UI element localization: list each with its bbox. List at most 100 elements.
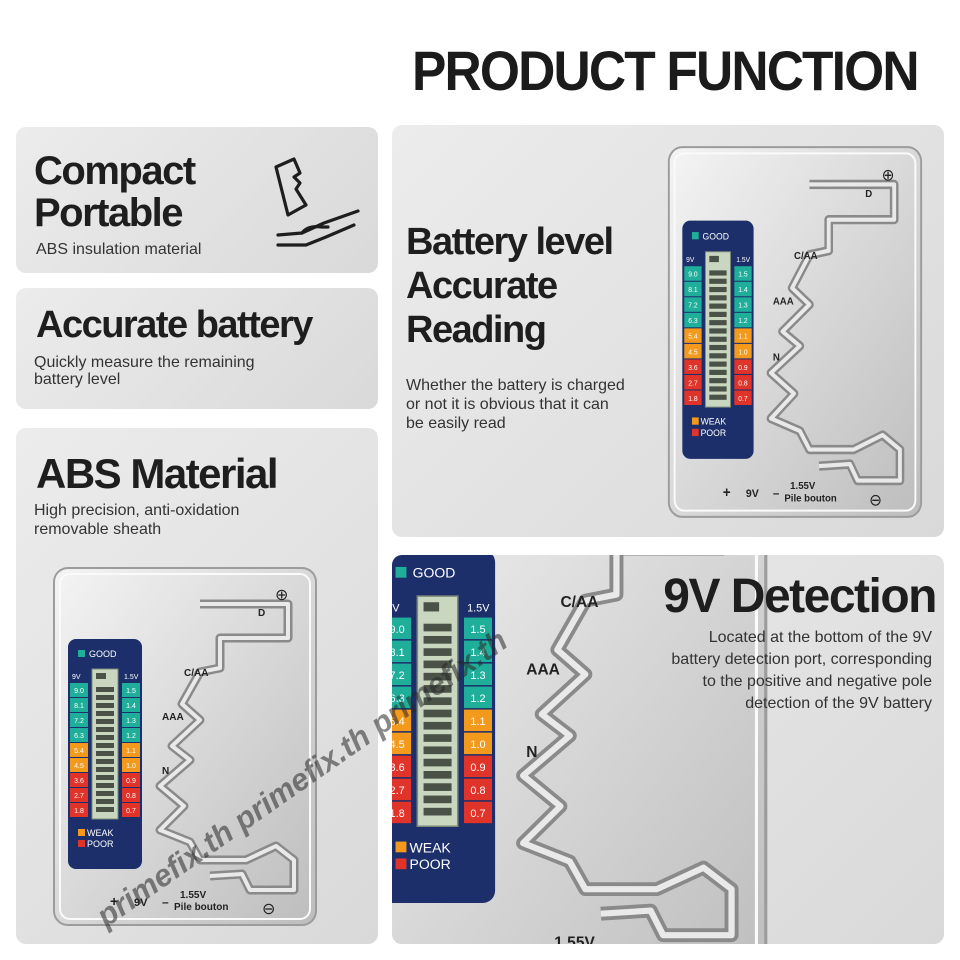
col-9v-label: 9V — [72, 674, 81, 681]
accurate-desc-line1: Quickly measure the remaining — [34, 354, 255, 371]
nine-v-label: 9V — [134, 897, 148, 909]
scale-15v-value: 1.2 — [126, 733, 136, 740]
nine-v-label: 9V — [746, 488, 760, 500]
scale-15v-value: 1.3 — [738, 302, 747, 309]
good-label: GOOD — [703, 231, 730, 241]
minus-label: – — [773, 486, 780, 500]
scale-9v-value: 9.0 — [392, 624, 405, 636]
scale-9v-value: 7.2 — [688, 302, 697, 309]
scale-9v-value: 5.4 — [688, 334, 697, 341]
weak-label: WEAK — [410, 839, 452, 855]
scale-9v-value: 8.1 — [392, 647, 405, 659]
level-title-line2: Accurate — [406, 265, 558, 307]
slot-n-label: N — [526, 744, 537, 761]
feature-panel-accurate: Accurate battery Quickly measure the rem… — [16, 288, 378, 409]
scale-9v-value: 5.4 — [392, 716, 405, 728]
scale-9v-value: 4.5 — [688, 349, 697, 356]
weak-label: WEAK — [87, 828, 114, 838]
detection-desc-line3: to the positive and negative pole — [702, 673, 933, 690]
slot-aaa-label: AAA — [526, 661, 560, 678]
minus-terminal-icon: ⊖ — [869, 492, 882, 510]
pile-bouton-label: Pile bouton — [784, 493, 836, 504]
scale-15v-value: 1.0 — [738, 349, 747, 356]
slot-aaa-label: AAA — [773, 296, 794, 307]
compact-title-line1: Compact — [34, 149, 196, 193]
poor-label: POOR — [410, 856, 451, 872]
minus-label: – — [526, 943, 536, 944]
scale-15v-value: 0.9 — [126, 778, 136, 785]
slot-d-label: D — [865, 189, 872, 200]
pile-bouton-label: Pile bouton — [174, 902, 228, 913]
scale-15v-value: 0.9 — [470, 762, 485, 774]
slot-aaa-label: AAA — [162, 712, 184, 723]
scale-15v-value: 1.4 — [470, 647, 485, 659]
plus-label: + — [723, 484, 731, 501]
scale-15v-value: 0.8 — [126, 793, 136, 800]
scale-9v-value: 3.6 — [74, 778, 84, 785]
plus-label: + — [445, 940, 458, 944]
scale-9v-value: 7.2 — [392, 670, 405, 682]
abs-desc-line1: High precision, anti-oxidation — [34, 502, 240, 519]
plus-terminal-icon: ⊕ — [275, 587, 288, 604]
level-title-line1: Battery level — [406, 221, 614, 263]
detection-desc-line2: battery detection port, corresponding — [671, 651, 932, 668]
scale-15v-value: 1.5 — [738, 271, 747, 278]
scale-9v-value: 2.7 — [688, 380, 697, 387]
scale-9v-value: 3.6 — [392, 762, 405, 774]
good-label: GOOD — [413, 565, 456, 581]
hand-holding-icon — [274, 157, 360, 247]
scale-15v-value: 1.0 — [126, 763, 136, 770]
plus-label: + — [110, 893, 118, 909]
v155-label: 1.55V — [554, 935, 595, 944]
page-title: PRODUCT FUNCTION — [412, 39, 920, 102]
scale-15v-value: 1.5 — [470, 624, 485, 636]
scale-15v-value: 0.7 — [126, 808, 136, 815]
scale-15v-value: 1.0 — [470, 739, 485, 751]
compact-desc: ABS insulation material — [36, 241, 202, 258]
scale-15v-value: 1.4 — [126, 703, 136, 710]
good-label: GOOD — [89, 649, 117, 659]
slot-n-label: N — [162, 766, 169, 777]
scale-9v-value: 2.7 — [74, 793, 84, 800]
scale-9v-value: 9.0 — [688, 271, 697, 278]
slot-c-label: C/AA — [184, 668, 208, 679]
minus-label: – — [162, 895, 169, 909]
accurate-desc-line2: battery level — [34, 371, 121, 388]
scale-15v-value: 1.3 — [126, 718, 136, 725]
v155-label: 1.55V — [790, 481, 815, 492]
col-9v-label: 9V — [392, 603, 400, 615]
scale-9v-value: 6.3 — [392, 693, 405, 705]
scale-9v-value: 1.8 — [74, 808, 84, 815]
scale-9v-value: 7.2 — [74, 718, 84, 725]
level-title-line3: Reading — [406, 309, 547, 351]
level-desc-line2: or not it is obvious that it can — [406, 396, 609, 413]
scale-15v-value: 1.5 — [126, 688, 136, 695]
scale-15v-value: 1.1 — [126, 748, 136, 755]
scale-9v-value: 1.8 — [688, 396, 697, 403]
detection-title: 9V Detection — [663, 570, 937, 623]
col-9v-label: 9V — [686, 257, 695, 264]
scale-15v-value: 0.7 — [738, 396, 747, 403]
col-15v-label: 1.5V — [124, 674, 139, 681]
scale-15v-value: 0.9 — [738, 365, 747, 372]
detection-desc-line4: detection of the 9V battery — [745, 695, 932, 712]
scale-9v-value: 9.0 — [74, 688, 84, 695]
scale-9v-value: 2.7 — [392, 785, 405, 797]
slot-c-label: C/AA — [560, 594, 598, 611]
scale-15v-value: 0.8 — [470, 785, 485, 797]
abs-desc-line2: removable sheath — [34, 521, 162, 538]
poor-label: POOR — [701, 428, 727, 438]
compact-title-line2: Portable — [34, 191, 184, 235]
slot-n-label: N — [773, 352, 780, 363]
slot-d-label: D — [258, 608, 265, 619]
feature-panel-level: Battery level Accurate Reading Whether t… — [392, 125, 944, 537]
scale-9v-value: 3.6 — [688, 365, 697, 372]
slot-c-label: C/AA — [794, 251, 818, 262]
v155-label: 1.55V — [180, 890, 206, 901]
scale-15v-value: 1.1 — [738, 334, 747, 341]
col-15v-label: 1.5V — [736, 257, 750, 264]
